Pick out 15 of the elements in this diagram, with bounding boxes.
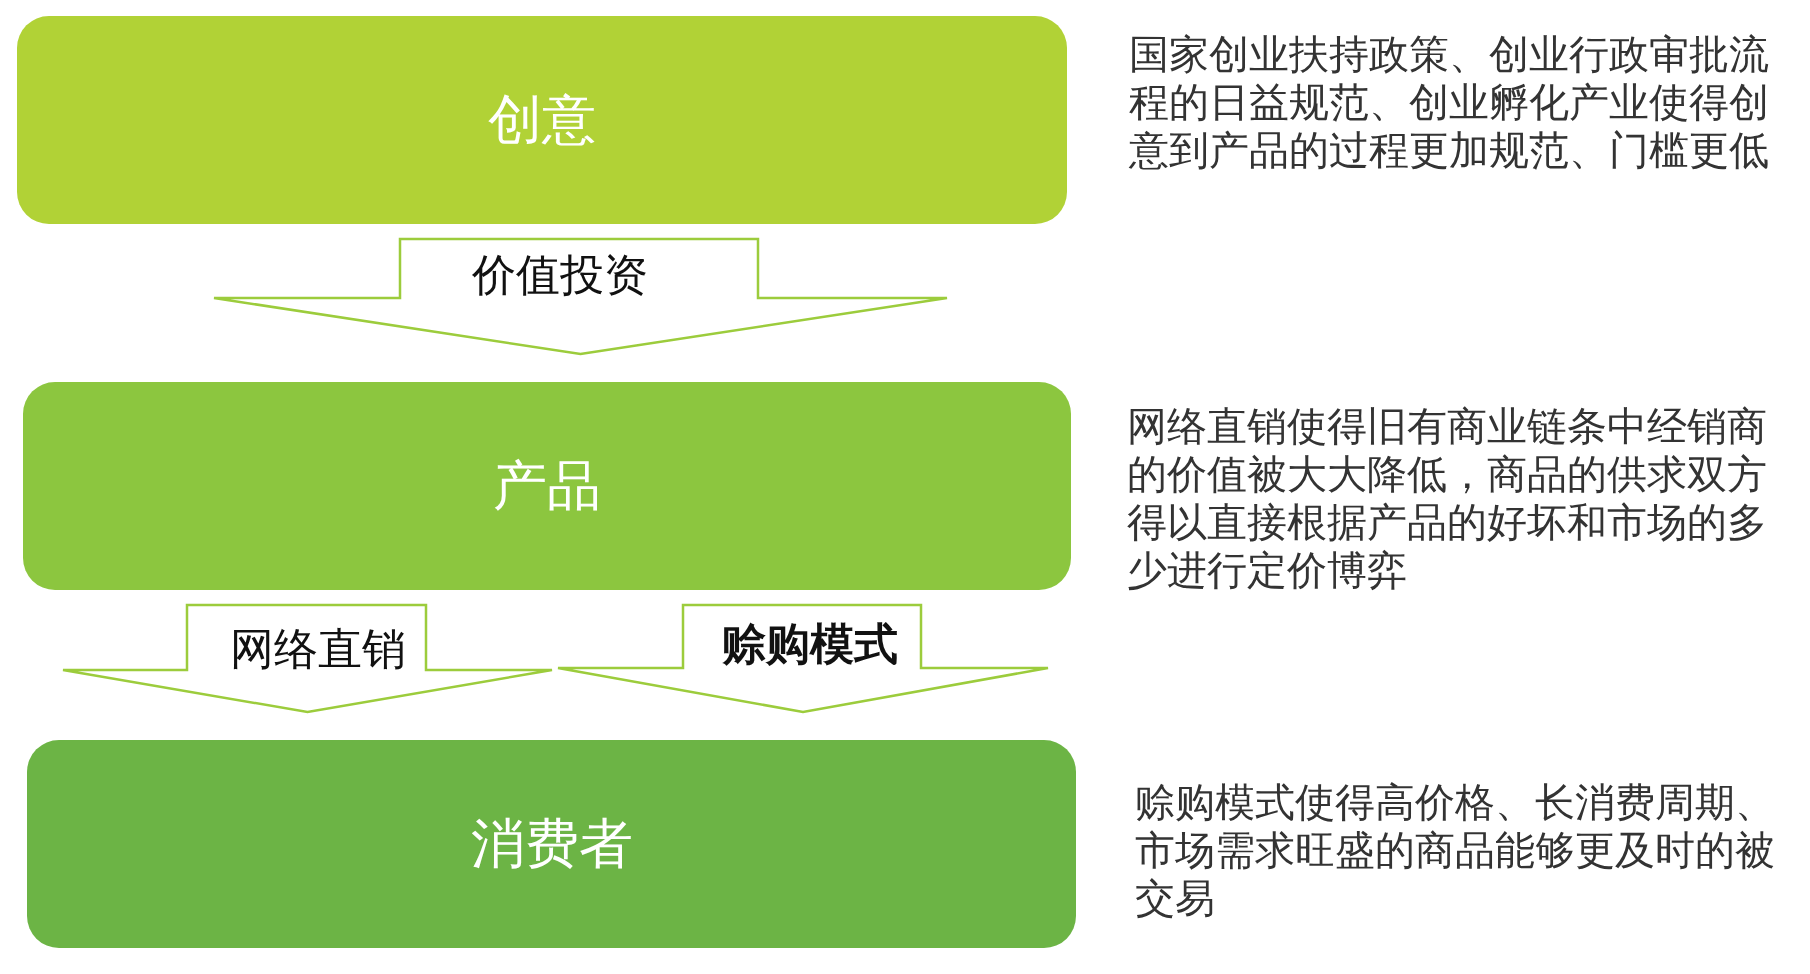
- edge-label: 网络直销: [230, 622, 406, 676]
- description-text: 赊购模式使得高价格、长消费周期、市场需求旺盛的商品能够更及时的被交易: [1135, 778, 1776, 922]
- process-box: [23, 382, 1071, 590]
- block-arrow: [61, 603, 554, 714]
- edge-label: 赊购模式: [722, 617, 898, 671]
- box-label: 创意: [488, 86, 596, 153]
- description-text: 网络直销使得旧有商业链条中经销商的价值被大大降低，商品的供求双方得以直接根据产品的好坏和市场的多少进行定价博弈: [1127, 402, 1768, 594]
- process-box: [17, 16, 1067, 224]
- edge-label: 价值投资: [472, 248, 648, 302]
- box-label: 产品: [493, 452, 601, 519]
- block-arrow: [212, 237, 949, 356]
- description-text: 国家创业扶持政策、创业行政审批流程的日益规范、创业孵化产业使得创意到产品的过程更加规范、门槛更低: [1129, 30, 1770, 174]
- box-label: 消费者: [470, 810, 633, 877]
- block-arrow: [556, 603, 1050, 714]
- process-box: [27, 740, 1076, 948]
